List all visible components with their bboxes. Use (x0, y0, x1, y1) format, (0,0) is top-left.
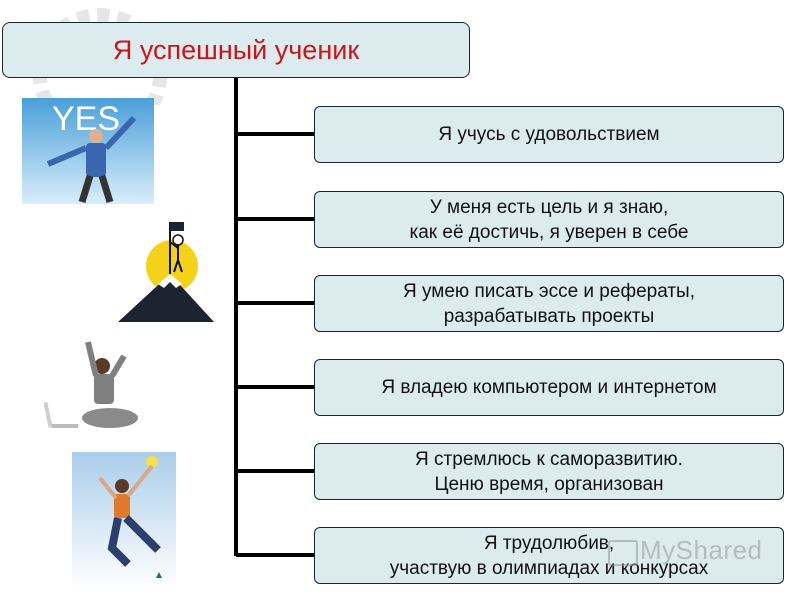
watermark-icon (608, 540, 638, 566)
item-5-line-2: Ценю время, организован (434, 473, 664, 495)
title-box: Я успешный ученик (2, 22, 470, 78)
item-5-line-1: Я стремлюсь к саморазвитию. (415, 448, 683, 470)
item-2-line-1: У меня есть цель и я знаю, (429, 196, 669, 218)
item-6-line-1: Я трудолюбив, (483, 532, 615, 554)
item-box-1: Я учусь с удовольствием (314, 106, 784, 163)
item-6-line-2: участвую в олимпиадах и конкурсах (389, 557, 709, 579)
mountain-summit-image (110, 218, 214, 322)
diagram-title: Я успешный ученик (112, 34, 360, 65)
watermark-text: MyShared (640, 535, 763, 565)
item-box-2: У меня есть цель и я знаю, как её достич… (314, 191, 784, 248)
item-4-line-1: Я владею компьютером и интернетом (381, 377, 717, 398)
item-1-line-1: Я учусь с удовольствием (438, 124, 660, 145)
item-3-line-1: Я умею писать эссе и рефераты, (403, 280, 695, 302)
yes-text: YES (52, 100, 120, 138)
item-3-line-2: разрабатывать проекты (443, 305, 655, 327)
item-box-5: Я стремлюсь к саморазвитию. Ценю время, … (314, 443, 784, 500)
woman-jump-star-image (72, 452, 176, 588)
item-box-6: Я трудолюбив, участвую в олимпиадах и ко… (314, 527, 784, 584)
yes-jump-image: YES (22, 98, 154, 204)
woman-laptop-image (44, 336, 140, 436)
item-2-line-2: как её достичь, я уверен в себе (409, 221, 689, 243)
item-box-4: Я владею компьютером и интернетом (314, 359, 784, 416)
item-box-3: Я умею писать эссе и рефераты, разрабаты… (314, 275, 784, 332)
